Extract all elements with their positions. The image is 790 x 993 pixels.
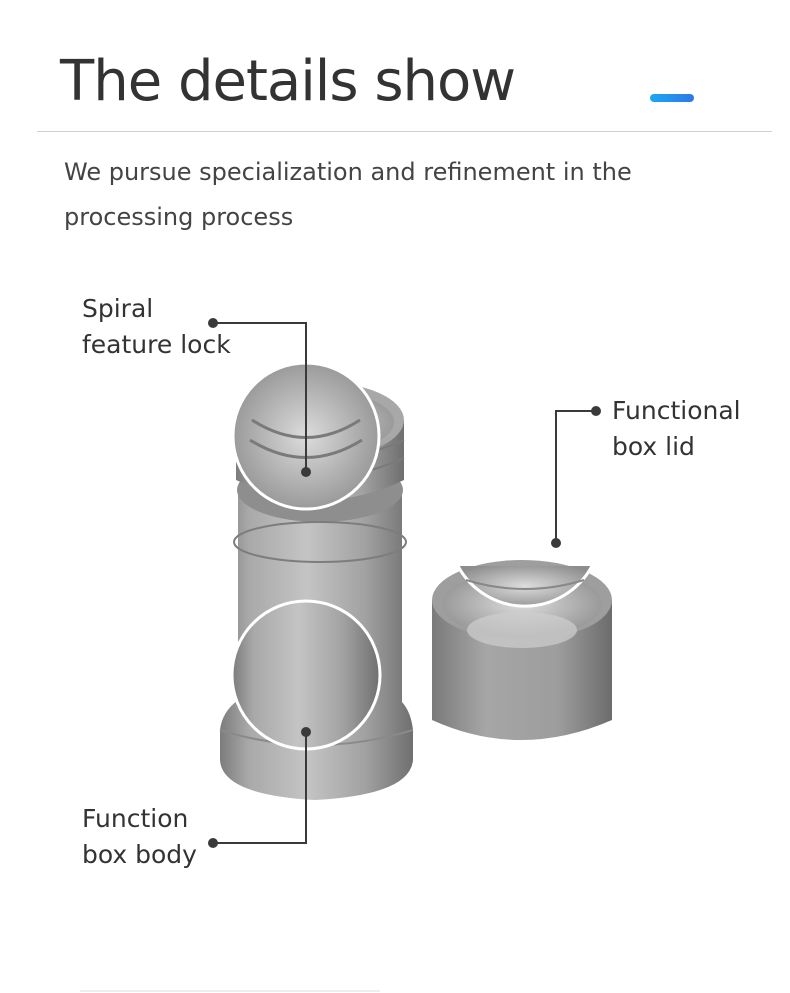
body-zoom-circle bbox=[230, 599, 382, 751]
callout-box-body: Function box body bbox=[82, 801, 197, 873]
accent-bar bbox=[650, 94, 694, 102]
callout-dots bbox=[208, 318, 601, 848]
callout-body-line1: Function bbox=[82, 804, 189, 833]
page-title: The details show bbox=[60, 49, 516, 114]
header-divider bbox=[37, 131, 772, 132]
callout-lid-line2: box lid bbox=[612, 432, 695, 461]
callout-body-line2: box body bbox=[82, 840, 197, 869]
callout-lid-line1: Functional bbox=[612, 396, 741, 425]
callout-spiral-line2: feature lock bbox=[82, 330, 231, 359]
callout-lines bbox=[213, 322, 596, 844]
callout-spiral-line1: Spiral bbox=[82, 294, 154, 323]
callout-spiral-lock: Spiral feature lock bbox=[82, 291, 231, 363]
page-subtitle: We pursue specialization and refinement … bbox=[64, 158, 632, 231]
lid-zoom-arc bbox=[456, 565, 594, 608]
callout-box-lid: Functional box lid bbox=[612, 393, 741, 465]
bottom-divider bbox=[80, 990, 380, 992]
